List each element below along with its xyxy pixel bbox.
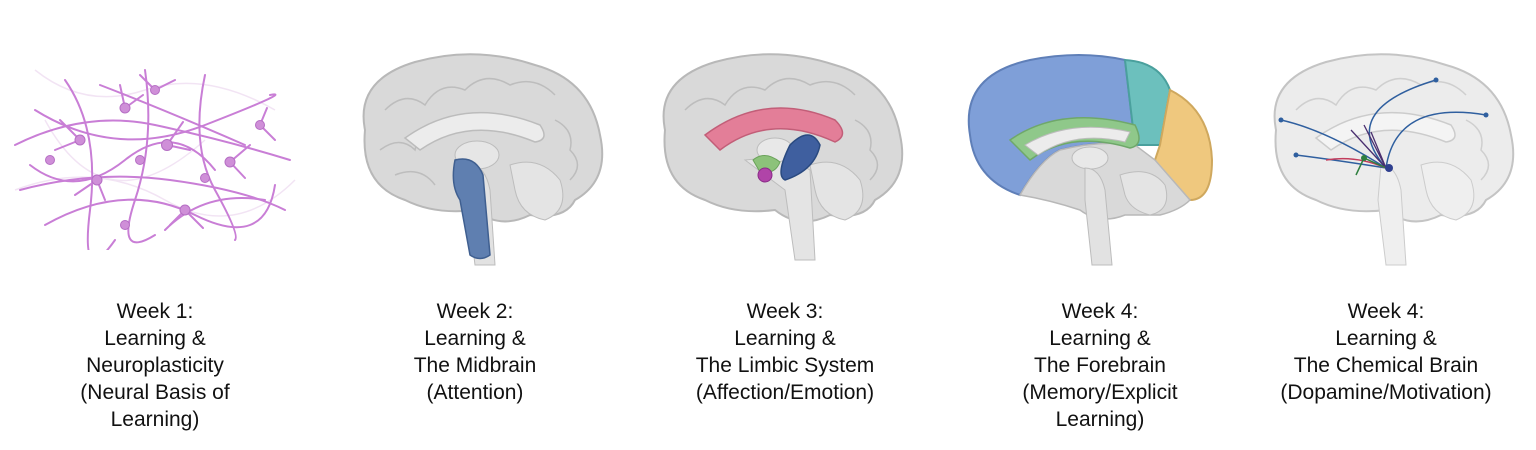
caption-line: Learning): [110, 408, 200, 431]
caption-line: Learning &: [104, 327, 206, 350]
caption-line: Week 1:: [116, 300, 194, 323]
caption-line: Learning &: [1335, 327, 1437, 350]
caption-line: The Limbic System: [695, 354, 875, 377]
panel-midbrain: Week 2: Learning & The Midbrain (Attenti…: [325, 0, 625, 450]
caption-line: Learning &: [424, 327, 526, 350]
panel-chemical-brain: Week 4: Learning & The Chemical Brain (D…: [1236, 0, 1536, 450]
caption-line: (Affection/Emotion): [695, 381, 875, 404]
brain-dopamine-illustration: [1273, 53, 1515, 266]
caption-line: The Chemical Brain: [1293, 354, 1479, 377]
panel-forebrain: Week 4: Learning & The Forebrain (Memory…: [950, 0, 1250, 450]
caption: Week 1: Learning & Neuroplasticity (Neur…: [5, 298, 305, 433]
caption-line: (Dopamine/Motivation): [1280, 381, 1492, 404]
brain-limbic-illustration: [662, 53, 904, 261]
caption-line: The Forebrain: [1034, 354, 1166, 377]
caption-line: Week 4:: [1347, 300, 1425, 323]
caption-line: Neuroplasticity: [86, 354, 224, 377]
caption-line: Learning &: [1049, 327, 1151, 350]
caption-line: Learning &: [734, 327, 836, 350]
caption-line: (Neural Basis of: [80, 381, 230, 404]
caption-line: The Midbrain: [413, 354, 537, 377]
caption-line: Week 2:: [436, 300, 514, 323]
neuron-network-illustration: [14, 69, 296, 250]
caption-line: Learning): [1055, 408, 1145, 431]
caption: Week 3: Learning & The Limbic System (Af…: [635, 298, 935, 406]
caption-line: (Attention): [426, 381, 524, 404]
caption-line: Week 3:: [746, 300, 824, 323]
caption-line: Week 4:: [1061, 300, 1139, 323]
brain-midbrain-illustration: [362, 53, 604, 266]
caption: Week 4: Learning & The Forebrain (Memory…: [950, 298, 1250, 433]
brain-forebrain-illustration: [967, 54, 1214, 266]
caption-line: (Memory/Explicit: [1022, 381, 1178, 404]
panel-limbic-system: Week 3: Learning & The Limbic System (Af…: [635, 0, 935, 450]
caption: Week 4: Learning & The Chemical Brain (D…: [1236, 298, 1536, 406]
caption: Week 2: Learning & The Midbrain (Attenti…: [325, 298, 625, 406]
panel-neuroplasticity: Week 1: Learning & Neuroplasticity (Neur…: [5, 0, 305, 450]
